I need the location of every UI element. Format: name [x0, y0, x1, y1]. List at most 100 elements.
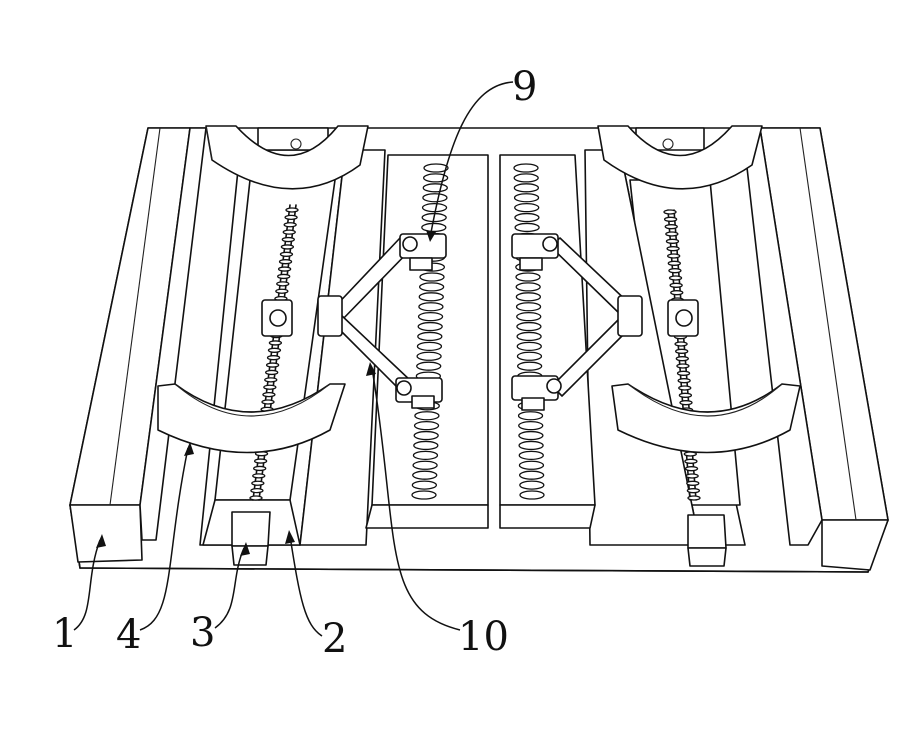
spring-coil [284, 214, 298, 221]
spring-coil [669, 282, 683, 288]
spring-coil [675, 348, 689, 354]
spring-coil [666, 246, 680, 252]
spring-coil [513, 173, 539, 183]
spring-coil [674, 341, 688, 347]
left-near-clamp [157, 383, 346, 454]
spring-coil [413, 440, 439, 451]
spring-coil [422, 193, 448, 203]
label-2: 2 [322, 616, 347, 662]
spring-coil [275, 288, 289, 294]
left-adjust-knob[interactable] [231, 511, 271, 566]
spring-coil [281, 236, 295, 243]
spring-coil [263, 384, 277, 390]
left-far-clamp [205, 125, 369, 190]
spring-coil [417, 331, 443, 342]
spring-coil [411, 490, 437, 500]
spring-coil [667, 253, 681, 259]
right-slider-block [667, 299, 699, 337]
label-4: 4 [116, 612, 141, 658]
spring-coil [267, 347, 282, 353]
spring-coil [665, 231, 679, 237]
spring-coil [262, 391, 276, 398]
spring-coil [513, 183, 540, 193]
spring-coil [516, 311, 542, 322]
spring-coil [252, 473, 266, 479]
spring-coil [413, 430, 439, 441]
spring-coil [266, 355, 281, 361]
spring-coil [414, 411, 440, 421]
spring-coil [678, 392, 693, 398]
spring-coil [514, 212, 540, 223]
label-1: 1 [52, 611, 77, 657]
spring-coil [515, 282, 541, 292]
spring-coil [279, 251, 294, 257]
spring-coil [423, 163, 449, 173]
spring-coil [417, 311, 444, 322]
spring-coil [417, 321, 443, 332]
spring-coil [670, 290, 684, 296]
spring-coil [283, 222, 297, 228]
spring-coil [268, 340, 283, 346]
spring-coil [519, 490, 545, 500]
spring-coil [518, 440, 544, 451]
right-adjust-knob[interactable] [687, 514, 727, 567]
spring-coil [412, 460, 438, 470]
spring-coil [277, 273, 291, 280]
spring-coil [663, 216, 678, 222]
label-9: 9 [512, 64, 537, 110]
spring-coil [411, 480, 438, 490]
spring-coil [677, 378, 691, 384]
spring-coil [412, 470, 438, 480]
spring-coil [518, 470, 545, 480]
spring-coil [686, 488, 701, 494]
spring-coil [264, 377, 278, 383]
spring-coil [514, 202, 540, 213]
right-near-clamp [611, 383, 801, 454]
spring-coil [515, 302, 542, 312]
spring-coil [278, 259, 293, 265]
spring-coil [419, 272, 445, 282]
spring-coil [421, 202, 448, 213]
spring-coil [285, 207, 299, 213]
spring-coil [665, 238, 680, 244]
spring-coil [515, 272, 541, 282]
spring-coil [686, 480, 700, 486]
spring-coil [519, 480, 545, 490]
spring-coil [679, 400, 693, 406]
spring-coil [418, 302, 444, 312]
spring-coil [513, 163, 539, 173]
spring-coil [675, 356, 689, 362]
spring-coil [416, 341, 443, 352]
spring-coil [416, 351, 442, 361]
right-side-rail [744, 127, 889, 571]
spring-coil [513, 193, 540, 203]
spring-coil [685, 473, 699, 479]
spring-coil [422, 173, 449, 183]
spring-coil [518, 430, 544, 441]
spring-coil [422, 183, 448, 193]
left-scissor-linkage [317, 233, 447, 409]
spring-coil [676, 363, 690, 369]
spring-coil [664, 224, 678, 230]
spring-coil [253, 465, 267, 472]
spring-coil [518, 460, 545, 470]
spring-coil [684, 458, 698, 464]
spring-coil [518, 450, 544, 461]
label-3: 3 [190, 610, 215, 656]
spring-coil [678, 385, 692, 391]
spring-coil [516, 361, 543, 371]
spring-coil [251, 480, 265, 486]
spring-coil [663, 209, 677, 215]
spring-coil [276, 281, 290, 287]
spring-coil [515, 292, 542, 302]
spring-coil [516, 341, 542, 352]
spring-coil [249, 495, 263, 501]
spring-coil [280, 244, 295, 250]
spring-coil [668, 268, 682, 274]
spring-coil [667, 260, 681, 266]
spring-coil [265, 369, 279, 376]
spring-coil [253, 458, 268, 464]
spring-coil [684, 466, 699, 472]
label-10: 10 [458, 614, 509, 660]
